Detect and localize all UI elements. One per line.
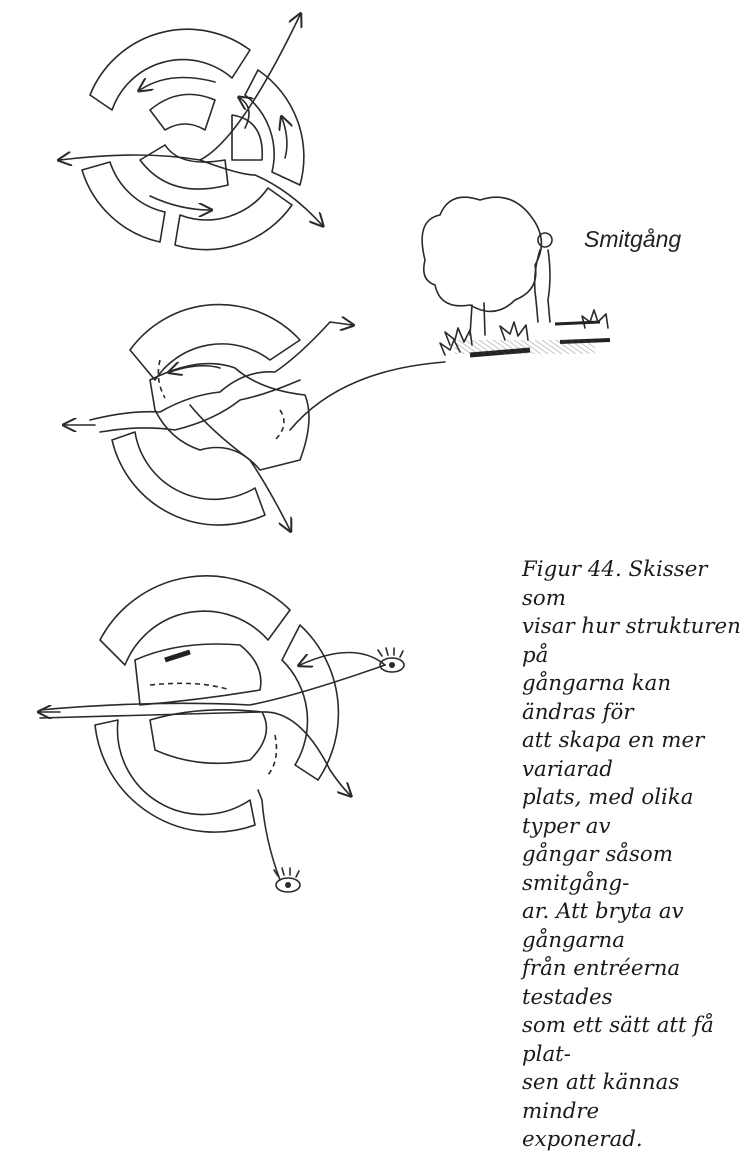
figure-caption: Figur 44. Skisser som visar hur struktur… — [522, 556, 744, 1155]
eye-icon — [274, 868, 300, 892]
figure-page: Smitgång Figur 44. Skisser som visar hur… — [0, 0, 751, 910]
eye-icon — [378, 648, 404, 672]
smitgang-sketch — [422, 197, 610, 355]
sketch-3 — [40, 576, 404, 892]
sketch-1 — [60, 15, 322, 250]
sketch-2 — [65, 305, 445, 530]
smitgang-label: Smitgång — [584, 226, 681, 253]
